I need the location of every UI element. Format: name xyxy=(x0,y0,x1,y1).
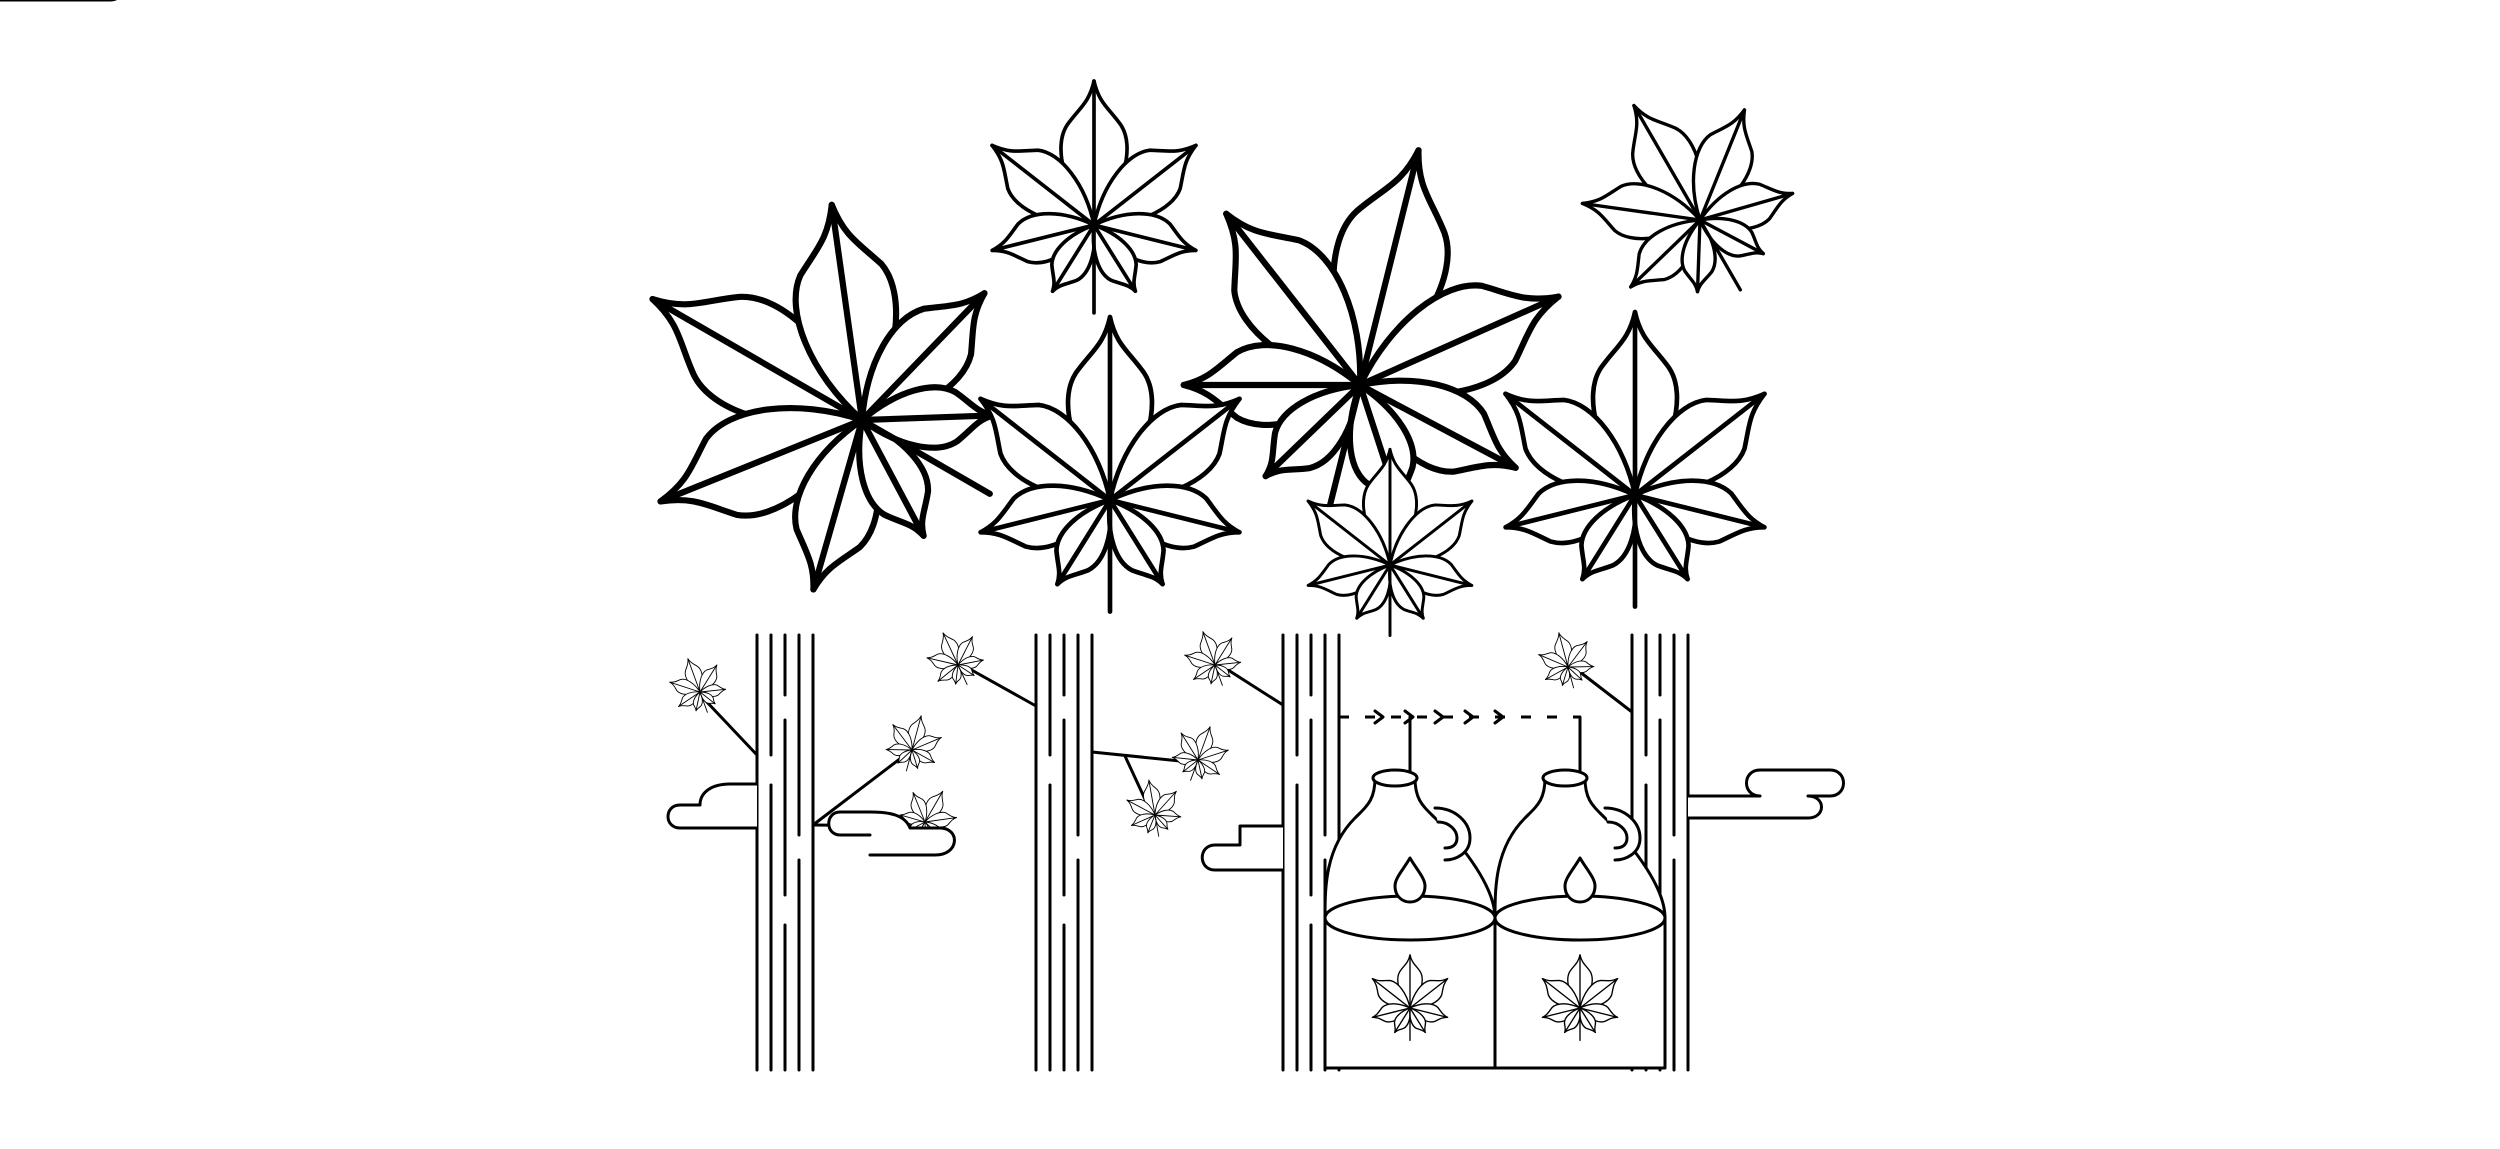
maple-leaf-icon xyxy=(1174,621,1251,696)
maple-leaf-icon xyxy=(915,619,995,698)
cloud-icon xyxy=(1200,824,1285,872)
maple-leaf-icon xyxy=(1119,774,1189,842)
maple-leaf-icon xyxy=(552,124,1091,668)
forest-scene xyxy=(0,0,1845,1072)
cloud-icon xyxy=(1686,768,1845,820)
leaf-canopy xyxy=(552,48,1838,668)
maple-leaf-icon xyxy=(1482,312,1787,606)
maple-leaf-icon xyxy=(972,79,1216,315)
maple-leaf-icon xyxy=(1162,716,1239,791)
cloud-icon xyxy=(666,782,759,830)
tree-trunk-icon xyxy=(755,633,815,1072)
maple-leaf-icon xyxy=(1536,48,1838,347)
cloud-icon xyxy=(827,810,956,857)
maple-leaf-icon xyxy=(1529,624,1603,696)
maple-leaf-icon xyxy=(1292,447,1488,638)
maple-leaf-icon xyxy=(659,648,736,723)
maple-leaf-icon xyxy=(957,317,1262,611)
tree-trunk-icon xyxy=(1034,633,1094,1072)
